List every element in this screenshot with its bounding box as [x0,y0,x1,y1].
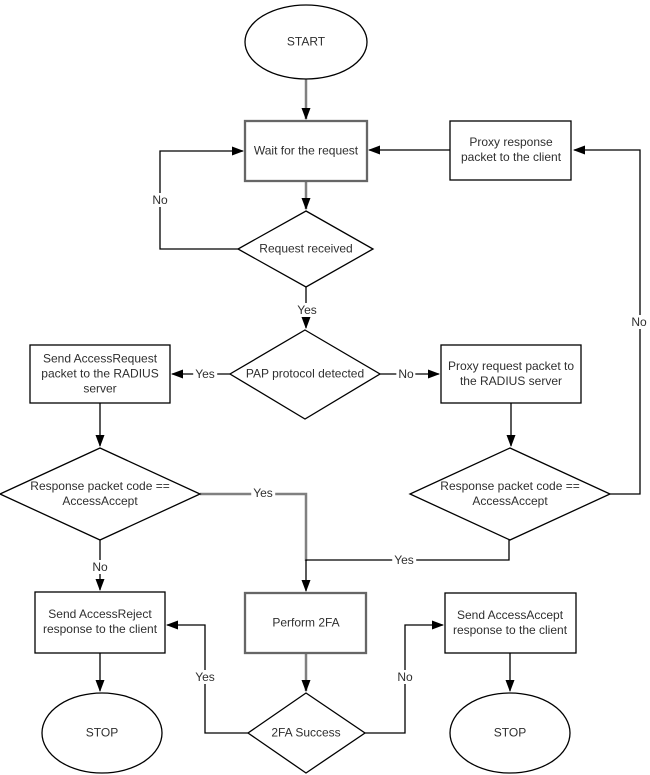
send-accessrequest-box [29,344,171,404]
start-terminator [244,4,368,80]
response-code-right-diamond [408,447,612,541]
proxy-request-box [440,344,582,404]
request-received-diamond [236,210,375,288]
edge-received-no [159,146,244,250]
edge-success-yes [166,620,248,734]
2fa-success-diamond [246,692,367,774]
perform-2fa-box [243,591,368,655]
stop-left-terminator [41,692,163,774]
response-code-left-diamond [0,447,202,541]
proxy-response-box [449,120,572,181]
edge-respright-no [573,145,641,495]
wait-for-request-box [243,119,369,183]
edge-respleft-yes [200,492,308,561]
edge-respright-yes [301,540,510,592]
stop-right-terminator [449,692,571,774]
edge-success-no [365,620,444,734]
send-accessreject-box [34,591,166,654]
send-accessaccept-box [444,592,577,654]
pap-detected-diamond [228,329,382,420]
